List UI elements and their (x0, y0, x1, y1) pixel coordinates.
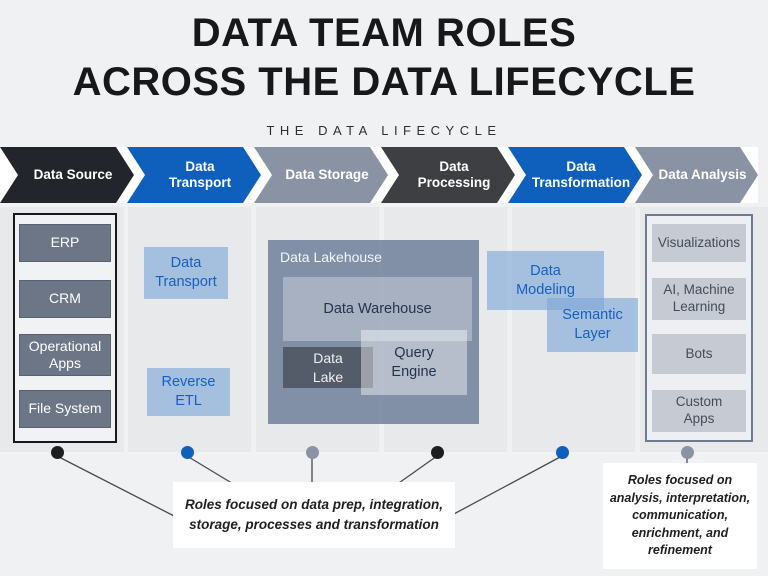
stage-dot-data-analysis (681, 446, 694, 459)
stage-chevron-data-analysis: Data Analysis (635, 147, 758, 203)
connector-line-data-transformation (451, 455, 563, 516)
connector-line-data-processing (395, 455, 438, 486)
analysis-item-bots: Bots (652, 334, 746, 374)
warehouse-box: Data Warehouse (283, 277, 472, 341)
stage-dot-data-source (51, 446, 64, 459)
connector-line-data-transport (186, 455, 236, 486)
callout-right-text: Roles focused on analysis, interpretatio… (609, 473, 751, 558)
query-engine-box: Query Engine (361, 330, 467, 395)
analysis-item-visualizations: Visualizations (652, 224, 746, 262)
stage-chevron-data-transport: Data Transport (127, 147, 261, 203)
callout-left: Roles focused on data prep, integration,… (173, 482, 455, 548)
lakehouse-label: Data Lakehouse (280, 249, 382, 265)
stage-chevron-data-storage: Data Storage (254, 147, 388, 203)
lifecycle-strip: Data Source Data Transport Data Storage … (0, 147, 758, 203)
stage-dot-data-processing (431, 446, 444, 459)
source-item-file-system: File System (19, 390, 111, 428)
stage-dot-data-storage (306, 446, 319, 459)
stage-chevron-data-processing: Data Processing (381, 147, 515, 203)
transport-box-reverse-etl: Reverse ETL (147, 368, 230, 416)
source-item-operational-apps: Operational Apps (19, 334, 111, 376)
connector-line-data-source (56, 455, 179, 519)
stage-dot-data-transport (181, 446, 194, 459)
data-lake-box: Data Lake (283, 347, 373, 388)
stage-chevron-data-transformation: Data Transformation (508, 147, 642, 203)
callout-right: Roles focused on analysis, interpretatio… (603, 463, 757, 569)
analysis-item-custom-apps: Custom Apps (652, 390, 746, 432)
source-item-erp: ERP (19, 224, 111, 262)
lifecycle-heading: THE DATA LIFECYCLE (266, 123, 502, 138)
callout-left-text: Roles focused on data prep, integration,… (184, 496, 444, 532)
semantic-layer-box: Semantic Layer (547, 298, 638, 352)
transport-box-data-transport: Data Transport (144, 247, 228, 299)
stage-dot-data-transformation (556, 446, 569, 459)
source-item-crm: CRM (19, 280, 111, 318)
lakehouse-box (268, 240, 479, 424)
stage-chevron-data-source: Data Source (0, 147, 134, 203)
page-title: ACROSS THE DATA LIFECYCLE (72, 60, 696, 104)
analysis-item-ai-ml: AI, Machine Learning (652, 278, 746, 320)
page-title: DATA TEAM ROLES (191, 11, 577, 55)
